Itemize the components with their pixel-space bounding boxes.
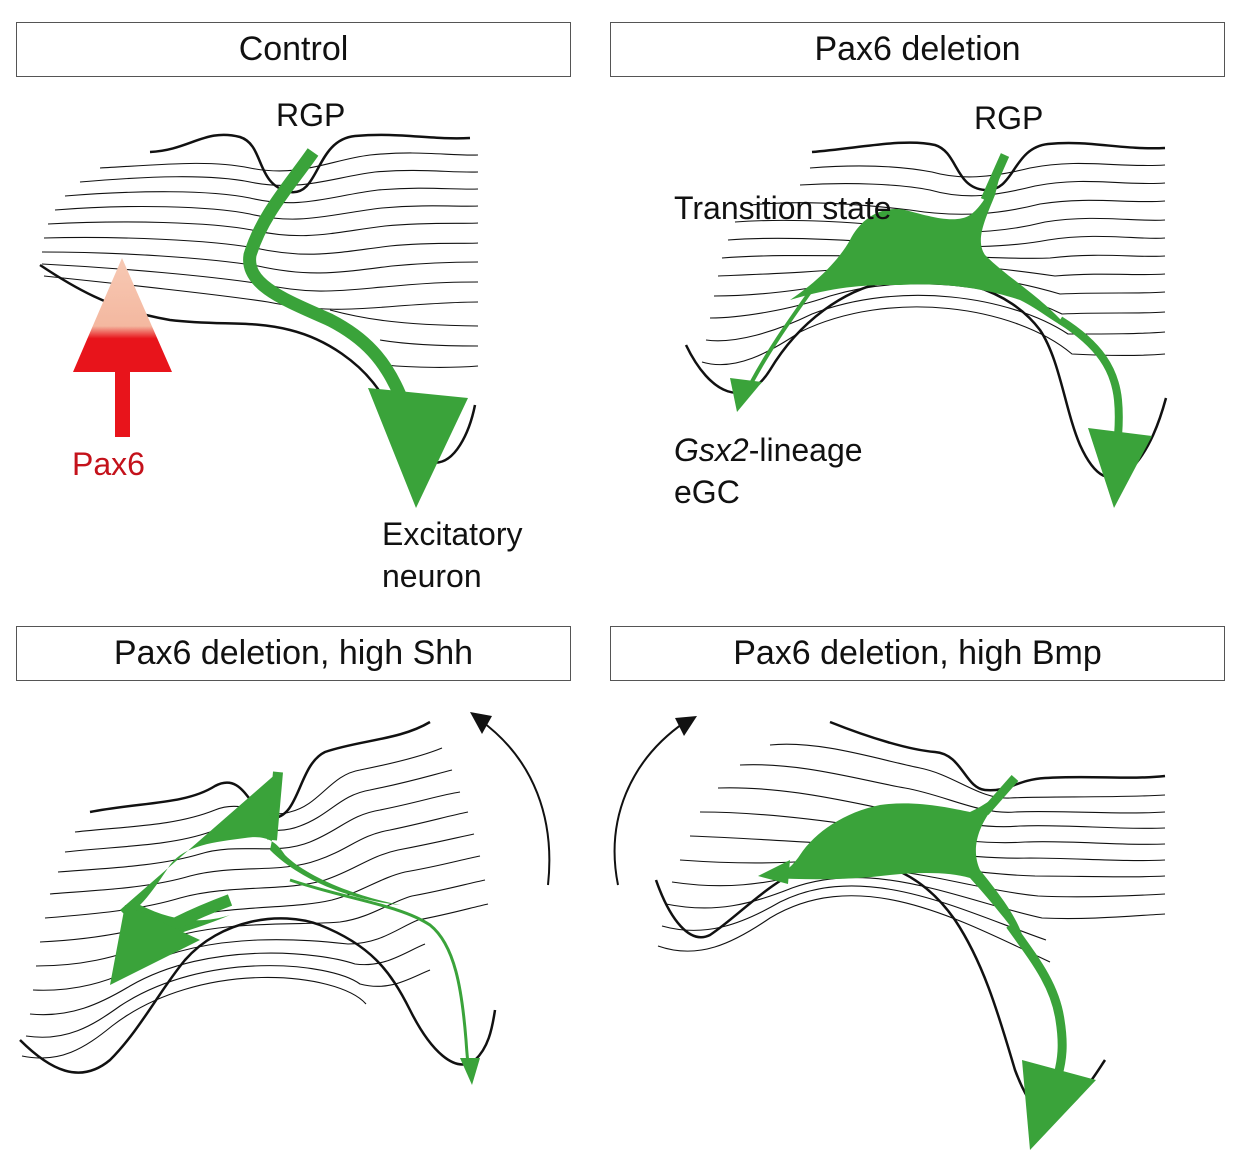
rotation-arrow-bmp-head	[675, 716, 697, 736]
rotation-arrow-bmp	[613, 721, 686, 886]
high-shh-excitatory-arrowhead	[460, 1058, 480, 1085]
pax6-deletion-stem	[980, 153, 1010, 202]
excitatory-neuron-label-line1: Excitatory	[382, 516, 523, 552]
pax6-deletion-egc-arrowhead	[730, 378, 762, 412]
excitatory-neuron-label-line2: neuron	[382, 558, 482, 594]
gsx2-lineage-label: Gsx2-lineage	[674, 430, 863, 472]
rgp-label-control: RGP	[276, 97, 346, 133]
high-bmp-excitatory-trajectory	[1006, 922, 1067, 1077]
pax6-arrow	[73, 258, 172, 437]
control-trajectory	[243, 148, 406, 398]
rotation-arrow-shh	[479, 719, 551, 886]
rgp-label-pax6-deletion: RGP	[974, 100, 1044, 136]
high-bmp-excitatory-arrowhead	[1022, 1060, 1096, 1150]
control-trajectory-arrowhead	[368, 388, 468, 508]
high-shh-excitatory-trajectory	[289, 878, 471, 1071]
gsx2-gene-name: Gsx2	[674, 432, 749, 468]
high-bmp-transition-state-blob	[770, 778, 1025, 945]
egc-label: eGC	[674, 474, 740, 510]
pax6-label: Pax6	[72, 446, 145, 482]
panel-title-pax6-deletion-high-bmp: Pax6 deletion, high Bmp	[610, 626, 1225, 681]
high-shh-stem	[267, 771, 283, 841]
high-bmp-stem	[981, 775, 1019, 815]
high-bmp-egc-arrowhead	[758, 860, 790, 884]
panel-title-pax6-deletion: Pax6 deletion	[610, 22, 1225, 77]
transition-state-label: Transition state	[674, 190, 892, 226]
pax6-deletion-transition-state-blob	[790, 155, 1070, 330]
panel-title-control: Control	[16, 22, 571, 77]
pax6-deletion-excitatory-arrowhead	[1088, 428, 1152, 508]
high-shh-egc-arrowhead	[110, 905, 200, 985]
landscape-high-shh	[19, 720, 497, 1074]
landscape-high-bmp	[654, 720, 1166, 1117]
rotation-arrow-shh-head	[470, 712, 492, 734]
panel-title-pax6-deletion-high-shh: Pax6 deletion, high Shh	[16, 626, 571, 681]
pax6-deletion-egc-trajectory	[743, 283, 817, 396]
gsx2-lineage-suffix: -lineage	[748, 432, 863, 468]
